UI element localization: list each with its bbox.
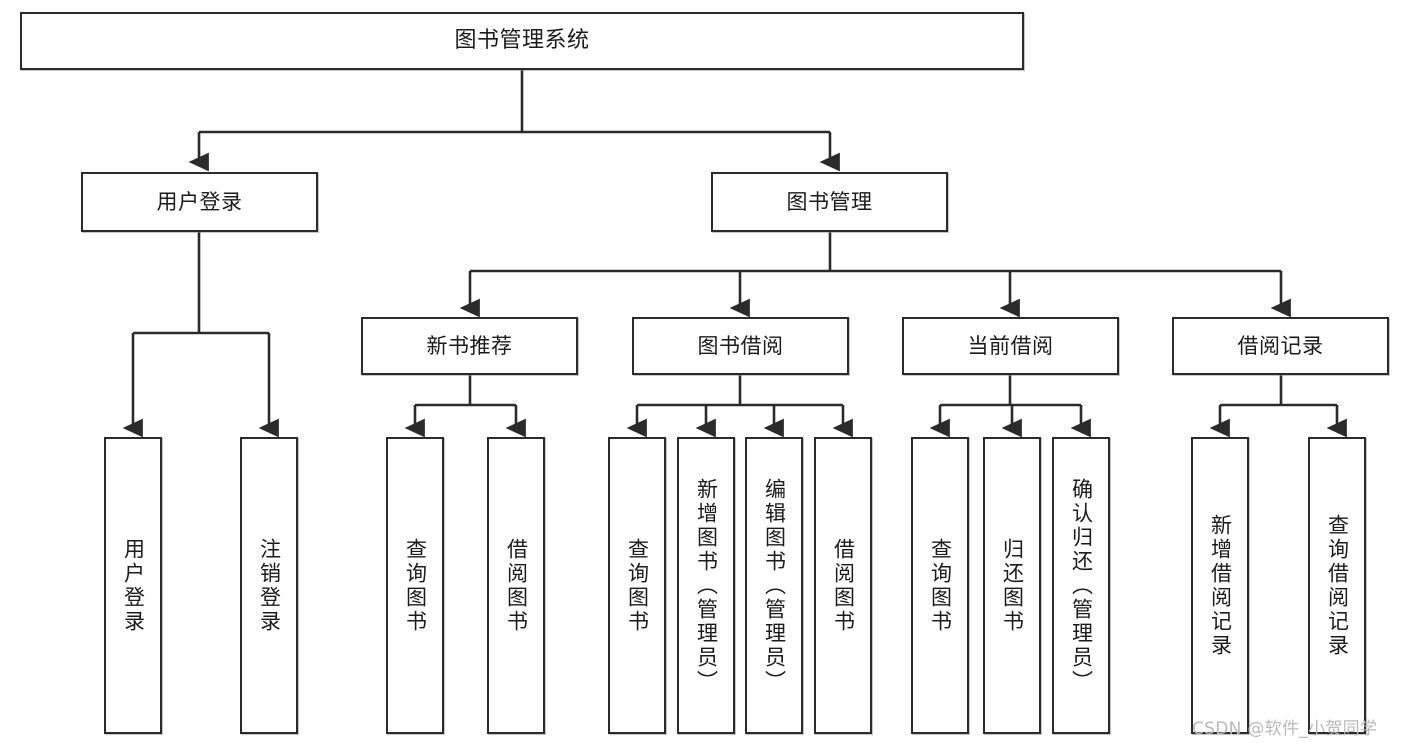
node-leaf-add-book-admin-label: 新增图书（管理员） (694, 477, 719, 694)
node-leaf-edit-book-admin[interactable]: 编辑图书（管理员） (745, 437, 803, 734)
node-leaf-user-logout[interactable]: 注销登录 (240, 437, 298, 734)
node-book-manage-label: 图书管理 (786, 189, 873, 214)
node-leaf-query-borrow-record[interactable]: 查询借阅记录 (1308, 437, 1366, 734)
node-current-borrow-label: 当前借阅 (967, 333, 1054, 358)
node-leaf-confirm-return-admin[interactable]: 确认归还（管理员） (1052, 437, 1110, 734)
node-leaf-borrow-book-1-label: 借阅图书 (504, 537, 529, 634)
node-borrow-record[interactable]: 借阅记录 (1172, 317, 1389, 375)
node-new-book-recommend[interactable]: 新书推荐 (361, 317, 578, 375)
node-leaf-borrow-book-1[interactable]: 借阅图书 (487, 437, 545, 734)
node-user-login[interactable]: 用户登录 (81, 172, 318, 232)
node-leaf-query-book-2[interactable]: 查询图书 (608, 437, 666, 734)
node-leaf-add-book-admin[interactable]: 新增图书（管理员） (677, 437, 735, 734)
node-root-label: 图书管理系统 (454, 28, 590, 54)
node-leaf-query-book-3[interactable]: 查询图书 (911, 437, 969, 734)
node-leaf-query-book-1-label: 查询图书 (403, 537, 428, 634)
node-leaf-user-login[interactable]: 用户登录 (104, 437, 162, 734)
node-leaf-add-borrow-record-label: 新增借阅记录 (1208, 513, 1233, 658)
node-leaf-return-book[interactable]: 归还图书 (983, 437, 1041, 734)
node-book-borrow[interactable]: 图书借阅 (632, 317, 849, 375)
node-leaf-query-book-2-label: 查询图书 (625, 537, 650, 634)
node-leaf-add-borrow-record[interactable]: 新增借阅记录 (1191, 437, 1249, 734)
node-new-book-recommend-label: 新书推荐 (426, 333, 513, 358)
node-book-manage[interactable]: 图书管理 (711, 172, 948, 232)
node-leaf-query-borrow-record-label: 查询借阅记录 (1325, 513, 1350, 658)
node-leaf-borrow-book-2-label: 借阅图书 (831, 537, 856, 634)
node-leaf-user-login-label: 用户登录 (121, 537, 146, 634)
node-current-borrow[interactable]: 当前借阅 (902, 317, 1119, 375)
node-root[interactable]: 图书管理系统 (20, 12, 1024, 70)
node-leaf-query-book-1[interactable]: 查询图书 (386, 437, 444, 734)
node-leaf-query-book-3-label: 查询图书 (928, 537, 953, 634)
csdn-watermark: CSDN @软件_小贺同学 (1192, 719, 1378, 739)
node-borrow-record-label: 借阅记录 (1237, 333, 1324, 358)
node-leaf-confirm-return-admin-label: 确认归还（管理员） (1069, 477, 1094, 694)
node-book-borrow-label: 图书借阅 (697, 333, 784, 358)
node-leaf-edit-book-admin-label: 编辑图书（管理员） (762, 477, 787, 694)
node-leaf-user-logout-label: 注销登录 (257, 537, 282, 634)
node-leaf-return-book-label: 归还图书 (1000, 537, 1025, 634)
node-user-login-label: 用户登录 (156, 189, 243, 214)
node-leaf-borrow-book-2[interactable]: 借阅图书 (814, 437, 872, 734)
